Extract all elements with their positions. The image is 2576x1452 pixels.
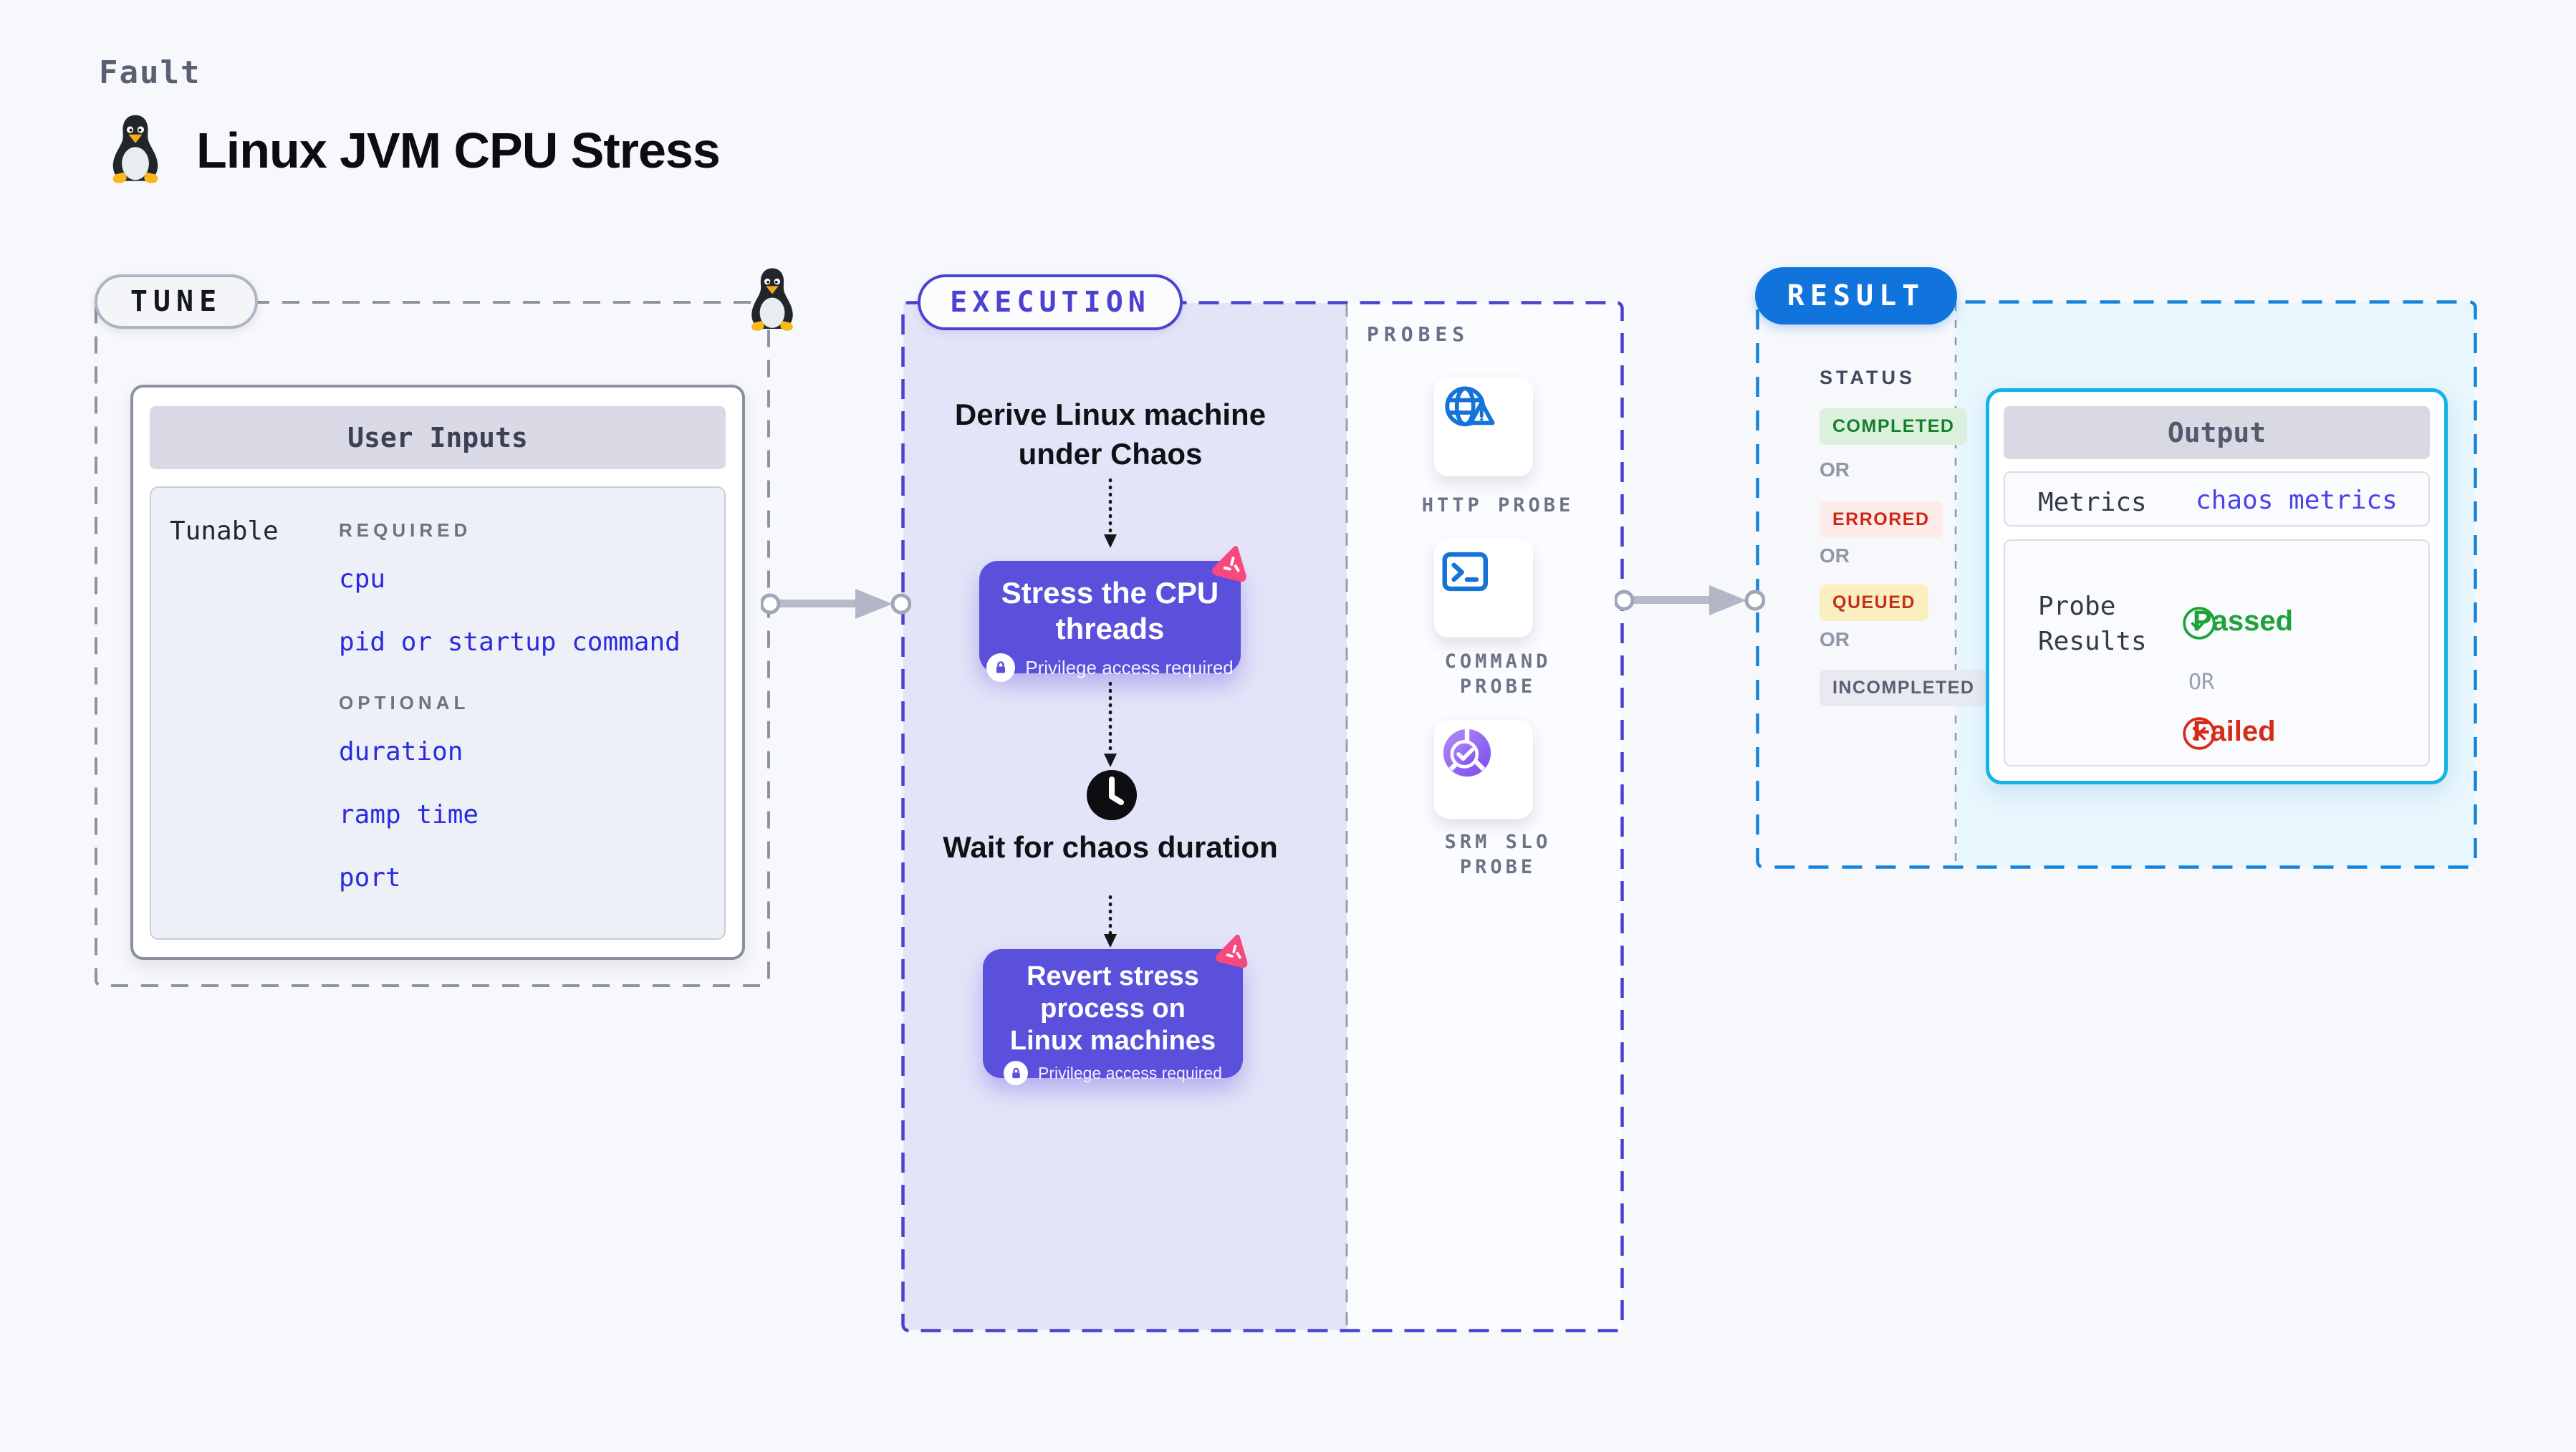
stress-cpu-node: Stress the CPU threads Privilege access … xyxy=(979,561,1241,683)
tunable-ramp-time-link[interactable]: ramp time xyxy=(339,800,479,830)
chaos-fault-icon xyxy=(1212,542,1252,585)
status-badge-errored: ERRORED xyxy=(1820,501,1943,538)
linux-tux-small-icon xyxy=(745,266,799,335)
lock-icon xyxy=(986,653,1016,683)
result-section-box: STATUS COMPLETED OR ERRORED OR QUEUED OR… xyxy=(1756,300,2477,869)
execution-pill: EXECUTION xyxy=(918,274,1183,330)
output-card: Output Metrics chaos metrics Probe Resul… xyxy=(1986,388,2448,784)
user-inputs-card: User Inputs Tunable REQUIRED cpu pid or … xyxy=(130,385,745,960)
probe-results-label: Probe Results xyxy=(2038,592,2147,656)
failed-verdict: Failed xyxy=(2181,716,2276,750)
result-pill: RESULT xyxy=(1755,267,1957,324)
status-label: STATUS xyxy=(1820,367,1916,388)
or-separator: OR xyxy=(1820,458,1850,481)
or-separator: OR xyxy=(1820,544,1850,567)
privilege-note: Privilege access required xyxy=(1038,1063,1222,1082)
wait-step-text: Wait for chaos duration xyxy=(943,830,1278,864)
privilege-note: Privilege access required xyxy=(1025,656,1234,678)
status-badge-completed: COMPLETED xyxy=(1820,408,1968,445)
probe-results-row: Probe Results Passed OR Failed xyxy=(2004,539,2430,766)
metrics-label: Metrics xyxy=(2038,488,2147,517)
title-row: Linux JVM CPU Stress xyxy=(106,113,721,188)
probes-label: PROBES xyxy=(1367,322,1470,346)
tune-pill: TUNE xyxy=(95,274,258,329)
required-group-label: REQUIRED xyxy=(339,519,472,541)
tunable-cpu-link[interactable]: cpu xyxy=(339,564,386,594)
metrics-row: Metrics chaos metrics xyxy=(2004,471,2430,527)
fault-eyebrow: Fault xyxy=(99,54,201,91)
probe-label-http: HTTP PROBE xyxy=(1421,494,1575,516)
tunable-duration-link[interactable]: duration xyxy=(339,737,463,766)
probe-card-command xyxy=(1434,539,1533,638)
user-inputs-body: Tunable REQUIRED cpu pid or startup comm… xyxy=(150,486,726,940)
clock-icon xyxy=(1085,769,1138,824)
failed-text: Failed xyxy=(2193,716,2276,747)
or-separator: OR xyxy=(2188,670,2215,695)
stress-node-title: Stress the CPU threads xyxy=(1001,576,1219,645)
execution-to-result-arrow xyxy=(1613,584,1766,620)
output-zone-background xyxy=(1956,302,2475,867)
flow-arrow-1 xyxy=(1101,478,1120,552)
optional-group-label: OPTIONAL xyxy=(339,692,470,713)
tunable-row-label: Tunable xyxy=(170,516,279,546)
lock-icon xyxy=(1004,1061,1029,1086)
flow-arrow-3 xyxy=(1101,895,1120,951)
flow-arrow-2 xyxy=(1101,681,1120,771)
tunable-pid-link[interactable]: pid or startup command xyxy=(339,628,681,657)
user-inputs-header: User Inputs xyxy=(150,406,726,469)
tunable-port-link[interactable]: port xyxy=(339,863,401,893)
output-header: Output xyxy=(2004,406,2430,459)
probe-card-http xyxy=(1434,378,1533,476)
probe-card-srm-slo xyxy=(1434,720,1533,819)
derive-step-text: Derive Linux machine under Chaos xyxy=(954,398,1267,471)
status-badge-queued: QUEUED xyxy=(1820,585,1928,621)
probe-label-srm-slo: SRM SLO PROBE xyxy=(1444,831,1552,879)
revert-node-title: Revert stress process on Linux machines xyxy=(1009,961,1216,1056)
revert-stress-node: Revert stress process on Linux machines … xyxy=(983,949,1243,1086)
probe-label-command: COMMAND PROBE xyxy=(1444,650,1552,698)
page-title: Linux JVM CPU Stress xyxy=(196,122,721,178)
passed-verdict: Passed xyxy=(2181,605,2294,640)
status-badge-incompleted: INCOMPLETED xyxy=(1820,670,1988,706)
passed-text: Passed xyxy=(2193,605,2294,637)
chaos-fault-icon xyxy=(1216,931,1253,971)
or-separator: OR xyxy=(1820,628,1850,650)
metrics-value-link[interactable]: chaos metrics xyxy=(2196,486,2398,515)
tune-to-execution-arrow xyxy=(759,587,912,623)
probes-zone-background xyxy=(1347,303,1622,1330)
linux-tux-icon xyxy=(106,113,165,188)
